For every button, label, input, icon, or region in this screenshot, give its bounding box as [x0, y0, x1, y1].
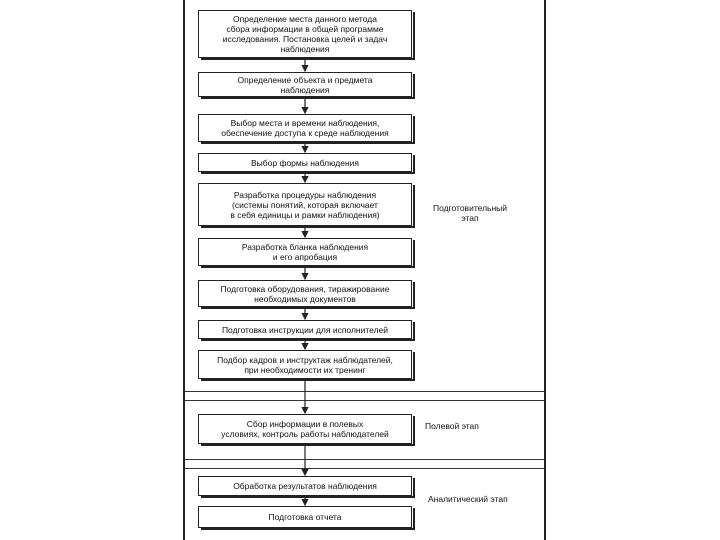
step-box-10: Сбор информации в полевых условиях, конт… — [198, 414, 412, 444]
step-box-12: Подготовка отчета — [198, 506, 412, 528]
section-field — [185, 400, 544, 460]
step-box-3: Выбор места и времени наблюдения, обеспе… — [198, 114, 412, 142]
stage-label-analytical: Аналитический этап — [428, 494, 508, 504]
step-text: Подготовка оборудования, тиражирование н… — [220, 283, 390, 304]
step-text: Подбор кадров и инструктаж наблюдателей,… — [217, 354, 393, 375]
step-box-9: Подбор кадров и инструктаж наблюдателей,… — [198, 350, 412, 379]
step-box-5: Разработка процедуры наблюдения (системы… — [198, 183, 412, 226]
step-text: Определение объекта и предмета наблюдени… — [237, 74, 373, 95]
diagram-frame — [183, 0, 546, 540]
step-text: Выбор места и времени наблюдения, обеспе… — [221, 118, 389, 138]
section-preparatory — [185, 0, 544, 392]
step-text: Подготовка инструкции для исполнителей — [221, 324, 389, 335]
step-text: Сбор информации в полевых условиях, конт… — [221, 419, 389, 439]
step-box-7: Подготовка оборудования, тиражирование н… — [198, 280, 412, 307]
step-box-6: Разработка бланка наблюдения и его апроб… — [198, 238, 412, 266]
stage-label-field: Полевой этап — [425, 421, 479, 431]
step-box-1: Определение места данного метода сбора и… — [198, 10, 412, 58]
step-text: Выбор формы наблюдения — [250, 157, 359, 168]
step-box-2: Определение объекта и предмета наблюдени… — [198, 72, 412, 97]
step-text: Разработка бланка наблюдения и его апроб… — [241, 242, 369, 262]
step-box-11: Обработка результатов наблюдения — [198, 476, 412, 496]
step-text: Подготовка отчета — [268, 512, 342, 522]
step-text: Разработка процедуры наблюдения (системы… — [230, 189, 380, 220]
step-text: Определение места данного метода сбора и… — [222, 14, 388, 54]
step-box-4: Выбор формы наблюдения — [198, 153, 412, 172]
section-analytical — [185, 468, 544, 540]
step-box-8: Подготовка инструкции для исполнителей — [198, 320, 412, 339]
step-text: Обработка результатов наблюдения — [233, 481, 377, 491]
stage-label-preparatory: Подготовительный этап — [432, 203, 508, 223]
